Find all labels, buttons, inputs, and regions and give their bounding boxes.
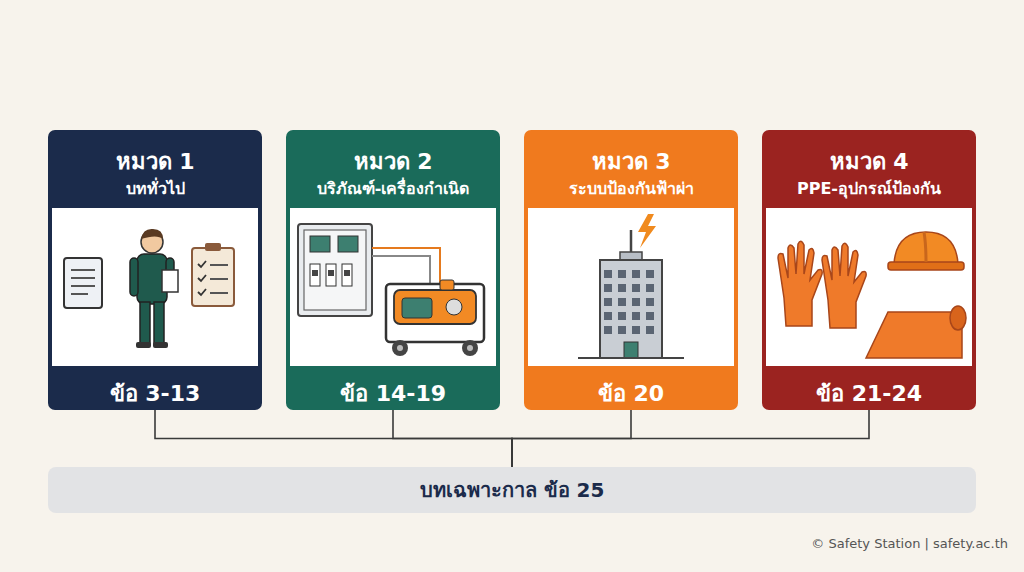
section-range: ข้อ 20 (528, 376, 734, 410)
bracket-connector (393, 410, 512, 467)
illustration-panel (766, 208, 972, 366)
general-illustration (52, 208, 258, 366)
bracket-connector (155, 410, 512, 467)
chapter-card: หมวด 1บททั่วไปข้อ 3-13 (48, 130, 262, 410)
equipment-illustration (290, 208, 496, 366)
chapter-number: หมวด 4 (766, 144, 972, 179)
transitional-band: บทเฉพาะกาล ข้อ 25 (48, 467, 976, 513)
chapter-number: หมวด 1 (52, 144, 258, 179)
chapter-title: PPE-อุปกรณ์ป้องกัน (766, 176, 972, 201)
lightning-illustration (528, 208, 734, 366)
chapter-card: หมวด 2บริภัณฑ์-เครื่องกำเนิดข้อ 14-19 (286, 130, 500, 410)
illustration-panel (528, 208, 734, 366)
chapter-number: หมวด 3 (528, 144, 734, 179)
section-range: ข้อ 21-24 (766, 376, 972, 410)
section-range: ข้อ 3-13 (52, 376, 258, 410)
chapter-title: บริภัณฑ์-เครื่องกำเนิด (290, 176, 496, 201)
watermark: © Safety Station | safety.ac.th (811, 536, 1008, 551)
illustration-panel (52, 208, 258, 366)
bracket-connector (512, 410, 869, 467)
ppe-illustration (766, 208, 972, 366)
chapter-title: ระบบป้องกันฟ้าผ่า (528, 176, 734, 201)
chapter-title: บททั่วไป (52, 176, 258, 201)
chapter-card: หมวด 4PPE-อุปกรณ์ป้องกันข้อ 21-24 (762, 130, 976, 410)
band-text: บทเฉพาะกาล ข้อ 25 (52, 474, 972, 506)
illustration-panel (290, 208, 496, 366)
chapter-card: หมวด 3ระบบป้องกันฟ้าผ่าข้อ 20 (524, 130, 738, 410)
section-range: ข้อ 14-19 (290, 376, 496, 410)
chapter-number: หมวด 2 (290, 144, 496, 179)
